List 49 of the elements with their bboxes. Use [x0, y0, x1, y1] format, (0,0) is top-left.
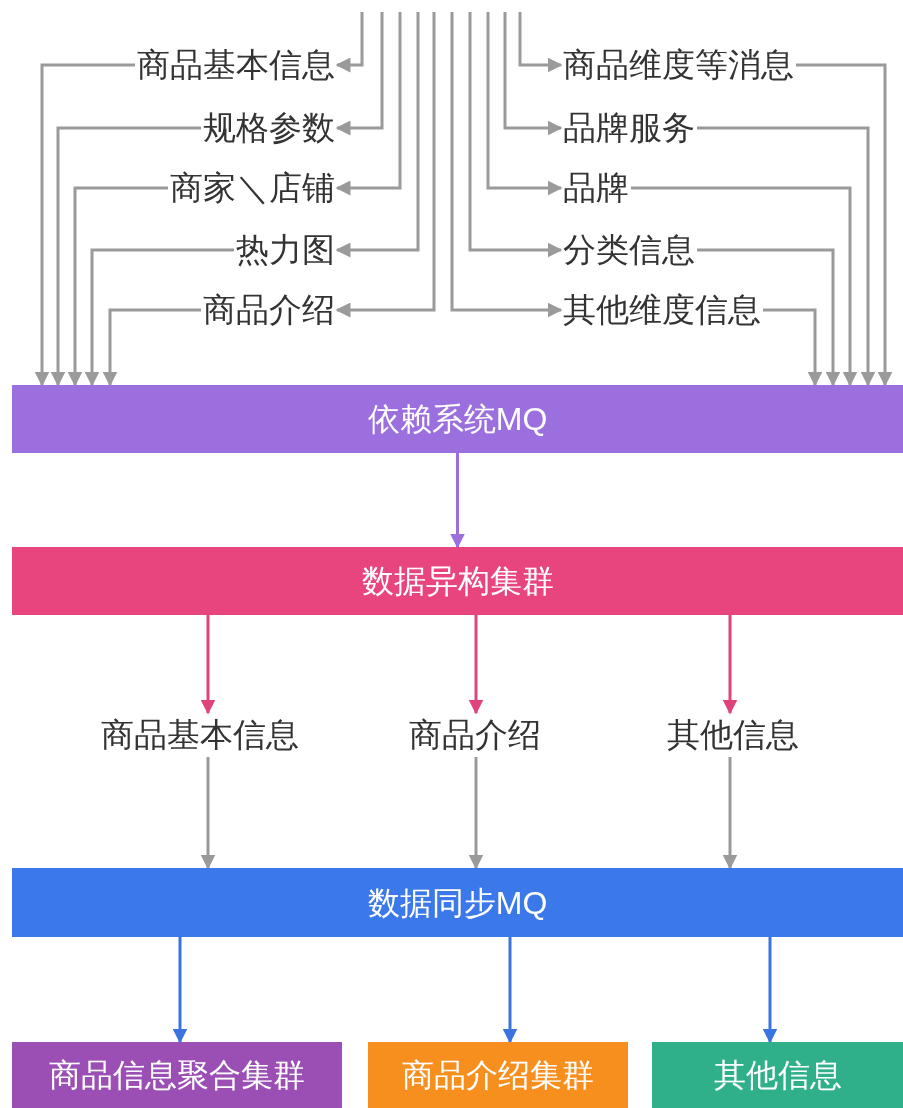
- arrow: [631, 186, 858, 387]
- arrow: [335, 12, 420, 258]
- arrow: [518, 12, 563, 73]
- label-text: 分类信息: [563, 230, 695, 270]
- cluster-box: 商品介绍集群: [368, 1042, 628, 1108]
- cluster-box: 商品信息聚合集群: [12, 1042, 342, 1108]
- label-text: 品牌服务: [563, 108, 695, 148]
- arrow: [172, 937, 188, 1044]
- label-text: 品牌: [563, 168, 629, 208]
- data-label: 商品基本信息: [80, 713, 320, 757]
- label-text: 规格参数: [203, 108, 335, 148]
- arrow: [697, 248, 841, 387]
- arrow: [762, 937, 778, 1044]
- system-bar: 依赖系统MQ: [12, 385, 903, 453]
- arrow: [468, 615, 484, 715]
- arrow: [796, 63, 893, 387]
- arrow: [335, 12, 436, 318]
- arrow: [502, 937, 518, 1044]
- label-text: 热力图: [236, 230, 335, 270]
- arrow: [67, 186, 168, 387]
- arrow: [335, 12, 402, 196]
- label-text: 其他维度信息: [563, 290, 761, 330]
- arrow: [335, 12, 384, 136]
- label-text: 商品介绍: [203, 290, 335, 330]
- arrow: [697, 126, 876, 387]
- label-text: 商品维度等消息: [563, 45, 794, 85]
- arrow: [503, 12, 563, 136]
- arrow: [450, 453, 465, 549]
- arrow: [84, 248, 234, 387]
- arrow: [486, 12, 563, 196]
- arrow: [722, 757, 738, 870]
- arrow: [200, 615, 216, 715]
- data-label: 商品介绍: [355, 713, 595, 757]
- data-label: 其他信息: [613, 713, 853, 757]
- arrow: [200, 757, 216, 870]
- system-bar: 数据异构集群: [12, 547, 903, 615]
- arrow: [468, 12, 563, 258]
- arrow: [450, 12, 563, 318]
- arrow: [34, 63, 135, 387]
- label-text: 商家＼店铺: [170, 168, 335, 208]
- arrow: [102, 308, 201, 387]
- cluster-box: 其他信息: [652, 1042, 903, 1108]
- arrow: [468, 757, 484, 870]
- label-text: 商品基本信息: [137, 45, 335, 85]
- arrow: [335, 12, 364, 73]
- arrow: [763, 308, 823, 387]
- arrow: [722, 615, 738, 715]
- system-bar: 数据同步MQ: [12, 868, 903, 937]
- arrow: [50, 126, 201, 387]
